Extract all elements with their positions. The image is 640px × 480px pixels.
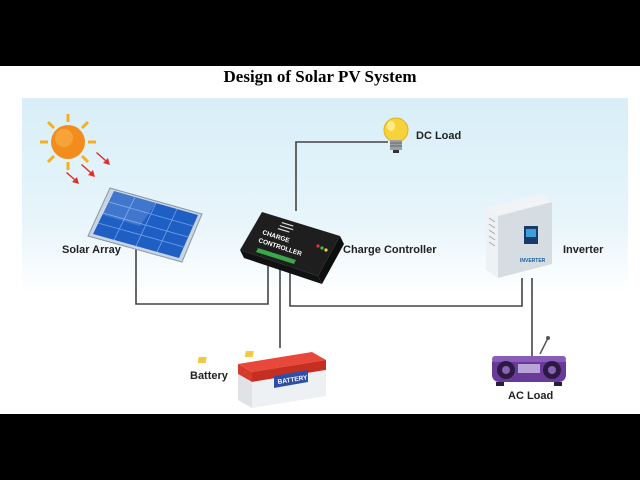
charge-controller-icon: CHARGE CONTROLLER [240, 212, 344, 284]
wiring [135, 141, 533, 356]
wire-controller-inverter [289, 266, 523, 307]
label-charge-controller: Charge Controller [343, 244, 437, 256]
page-title: Design of Solar PV System [223, 67, 417, 86]
light-bulb-icon [383, 117, 409, 153]
label-ac-load: AC Load [508, 390, 554, 402]
radio-icon [492, 336, 566, 386]
label-dc-load: DC Load [416, 130, 462, 142]
wire-panel-controller [135, 248, 269, 305]
system-diagram: CHARGE CONTROLLER INVERTER [40, 114, 566, 408]
battery-icon: BATTERY [197, 351, 326, 408]
solar-panel-icon [87, 187, 203, 263]
inverter-icon: INVERTER [486, 194, 552, 278]
battery-face-label: BATTERY [277, 374, 308, 386]
sun-icon [40, 114, 96, 170]
inverter-face-label: INVERTER [520, 258, 546, 264]
wire-controller-dcload [295, 141, 388, 211]
sunlight-arrows-icon [66, 152, 110, 184]
label-solar-array: Solar Array [62, 244, 121, 256]
label-battery: Battery [190, 370, 228, 382]
diagram-canvas: Design of Solar PV System [0, 66, 640, 414]
label-inverter: Inverter [563, 244, 604, 256]
